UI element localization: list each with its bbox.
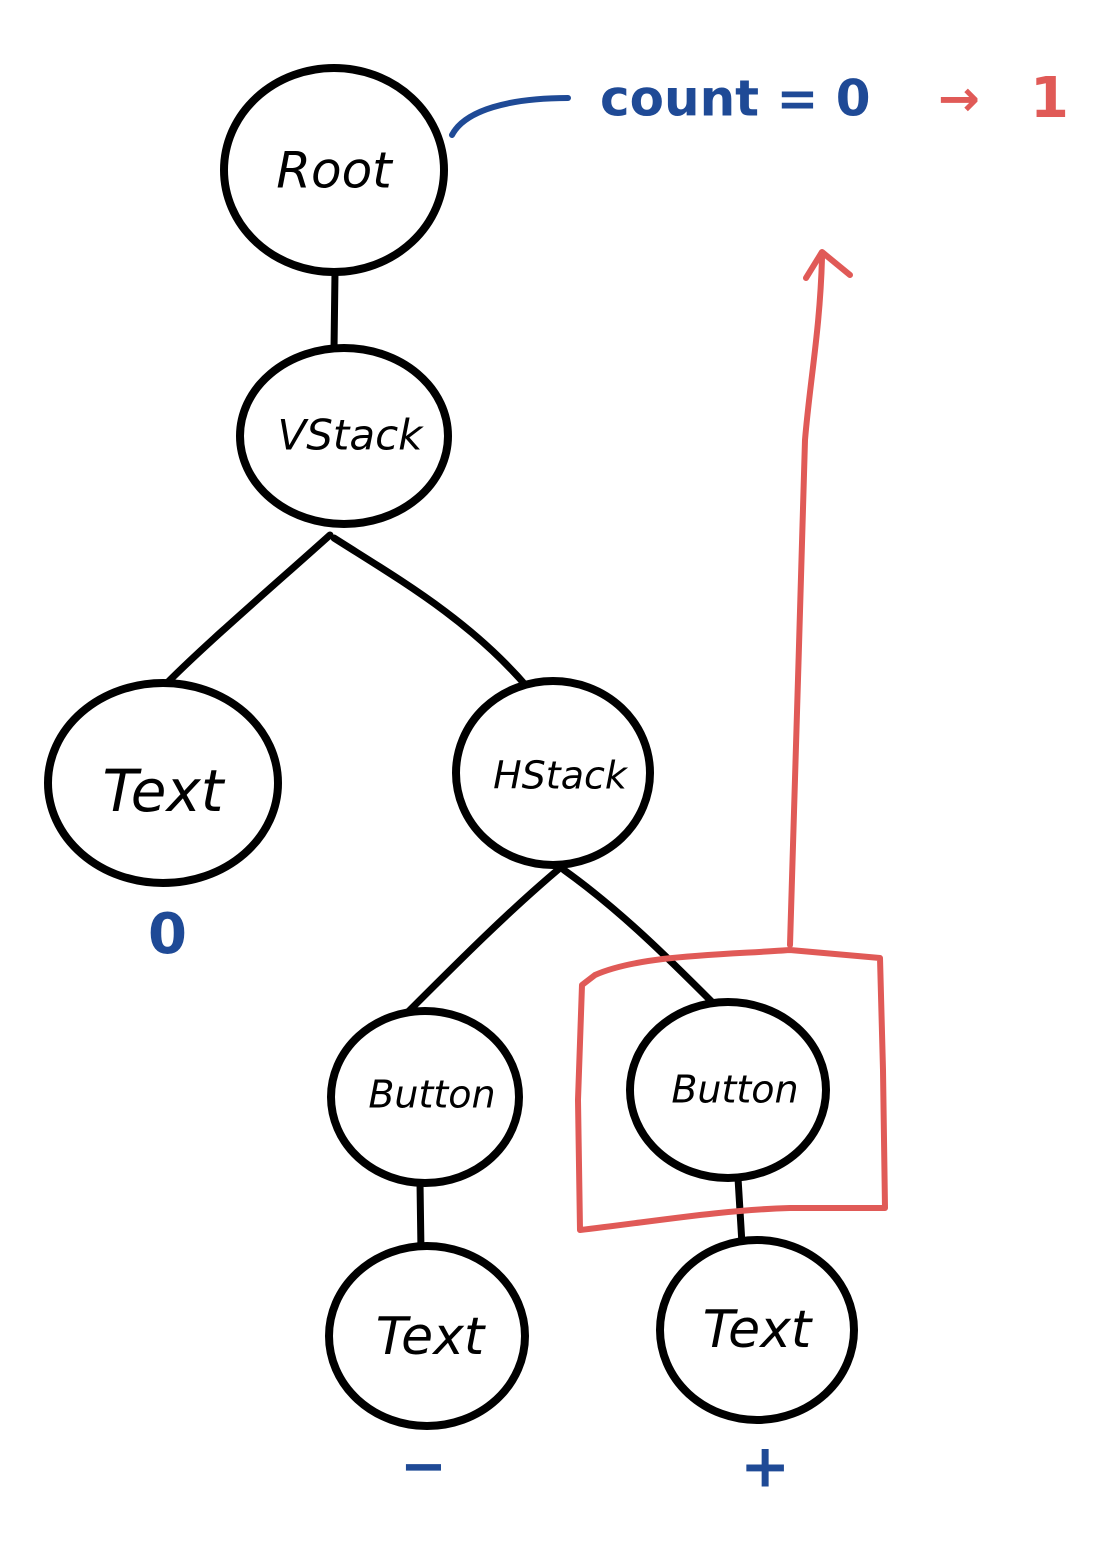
edge-hstack-button-plus xyxy=(560,866,716,1006)
state-new-value: 1 xyxy=(1030,66,1069,131)
state-annotation: count = 0 → 1 xyxy=(449,66,1069,138)
state-arrow: → xyxy=(938,70,980,128)
edge-root-vstack xyxy=(330,268,339,354)
state-connector-line xyxy=(449,95,571,138)
node-hstack-label: HStack xyxy=(493,754,629,798)
node-vstack-circle xyxy=(236,344,452,528)
update-highlight xyxy=(575,249,888,1233)
state-label: count = 0 xyxy=(600,70,871,128)
update-arrow-head xyxy=(803,249,853,281)
node-text-count-label: Text xyxy=(102,757,225,825)
node-root: Root xyxy=(220,64,448,276)
node-vstack: VStack xyxy=(236,344,452,528)
plus-symbol-label: + xyxy=(740,1432,790,1502)
node-root-label: Root xyxy=(276,142,394,200)
selected-button-box xyxy=(575,947,888,1233)
node-text-plus: Text xyxy=(656,1236,858,1424)
node-hstack-circle xyxy=(452,677,654,869)
node-text-plus-label: Text xyxy=(703,1300,813,1360)
node-vstack-label: VStack xyxy=(277,411,424,460)
node-text-plus-circle xyxy=(656,1236,858,1424)
node-button-plus: Button xyxy=(626,998,830,1182)
node-button-minus: Button xyxy=(327,1007,523,1187)
node-button-minus-circle xyxy=(327,1007,523,1187)
edge-hstack-button-minus xyxy=(404,864,564,1016)
node-text-minus-circle xyxy=(325,1242,529,1430)
node-text-minus: Text xyxy=(325,1242,529,1430)
edge-vstack-text xyxy=(164,531,334,686)
node-button-plus-label: Button xyxy=(671,1068,798,1112)
node-root-circle xyxy=(220,64,448,276)
node-hstack: HStack xyxy=(452,677,654,869)
tree-edges xyxy=(164,268,746,1256)
minus-symbol-label: − xyxy=(400,1434,447,1499)
node-text-count: Text xyxy=(44,679,282,887)
edge-vstack-hstack xyxy=(330,534,532,692)
node-button-minus-label: Button xyxy=(368,1073,495,1117)
node-button-plus-circle xyxy=(626,998,830,1182)
tree-nodes: Root VStack Text HStack Button Button Te… xyxy=(44,64,858,1430)
text-value-label: 0 xyxy=(148,902,187,967)
edge-button-minus-text xyxy=(416,1178,425,1256)
update-arrow-line xyxy=(787,255,825,948)
node-text-minus-label: Text xyxy=(376,1307,486,1367)
node-text-count-circle xyxy=(44,679,282,887)
